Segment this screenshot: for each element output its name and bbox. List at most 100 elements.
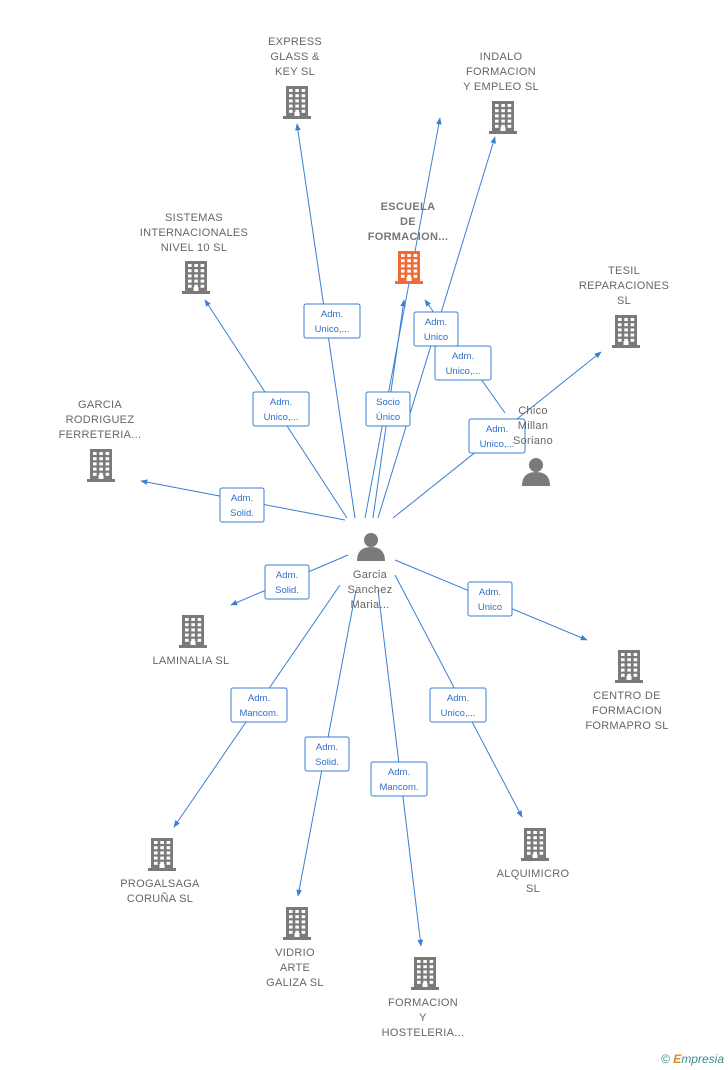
node-label-line: NIVEL 10 SL bbox=[161, 242, 228, 254]
edge-label-center-to-express[interactable]: Adm.Unico,... bbox=[303, 303, 361, 339]
node-label-line: GARCIA bbox=[78, 399, 122, 411]
edge-label-center-to-alquimicro[interactable]: Adm. Unico,... bbox=[429, 687, 487, 723]
edge-label-line: Adm. bbox=[231, 493, 253, 504]
edge-label-line: Adm. bbox=[452, 351, 474, 362]
node-center[interactable]: GarciaSanchezMaria... bbox=[348, 533, 393, 611]
node-label-line: SL bbox=[526, 883, 540, 895]
building-icon bbox=[283, 907, 311, 940]
building-icon bbox=[87, 449, 115, 482]
brand-rest: mpresia bbox=[681, 1052, 724, 1066]
edge-label-line: Unico bbox=[478, 602, 502, 613]
node-label-line: REPARACIONES bbox=[579, 280, 669, 292]
edge-label-line: Adm. bbox=[388, 767, 410, 778]
edge-label-line: Solid. bbox=[230, 508, 254, 519]
building-icon bbox=[612, 315, 640, 348]
edge-label-line: Mancom. bbox=[379, 782, 418, 793]
node-label-line: ALQUIMICRO bbox=[497, 868, 570, 880]
edge-label-line: Unico,... bbox=[480, 439, 515, 450]
node-label-line: LAMINALIA SL bbox=[153, 655, 230, 667]
edge-label-center-to-sistemas[interactable]: Adm. Unico,... bbox=[252, 391, 310, 427]
empresia-watermark[interactable]: © Empresia bbox=[661, 1052, 724, 1066]
edge-label-center-to-centro[interactable]: Adm. Unico bbox=[467, 581, 513, 617]
edge-label-center-to-garcia_rod[interactable]: Adm. Solid. bbox=[219, 487, 265, 523]
node-formacion_h[interactable]: FORMACIONYHOSTELERIA... bbox=[382, 957, 465, 1039]
node-label-line: FORMAPRO SL bbox=[585, 720, 668, 732]
building-icon bbox=[148, 838, 176, 871]
node-label-line: DE bbox=[400, 216, 416, 228]
building-icon bbox=[615, 650, 643, 683]
node-tesil[interactable]: TESIL REPARACIONES SL bbox=[579, 265, 669, 348]
building-icon bbox=[489, 101, 517, 134]
edge-label-line: Adm. bbox=[270, 397, 292, 408]
node-label-line: CENTRO DE bbox=[593, 690, 660, 702]
node-label-line: Sanchez bbox=[348, 584, 393, 596]
node-label-line: GALIZA SL bbox=[266, 977, 324, 989]
node-sistemas[interactable]: SISTEMAS INTERNACIONALES NIVEL 10 SL bbox=[140, 212, 248, 294]
building-icon bbox=[283, 86, 311, 119]
node-label-line: INDALO bbox=[480, 51, 523, 63]
node-indalo[interactable]: INDALO FORMACION Y EMPLEO SL bbox=[463, 51, 539, 134]
node-alquimicro[interactable]: ALQUIMICRO SL bbox=[497, 828, 570, 895]
edge-label-line: Adm. bbox=[316, 742, 338, 753]
node-label-line: Maria... bbox=[350, 599, 389, 611]
node-label-line: FERRETERIA... bbox=[59, 429, 142, 441]
edge-label-line: Unico,... bbox=[441, 708, 476, 719]
edge-label-center-to-vidrio[interactable]: Adm. Solid. bbox=[304, 736, 350, 772]
edge-label-line: Adm. bbox=[447, 693, 469, 704]
edge-label-line: Unico,... bbox=[264, 412, 299, 423]
node-centro[interactable]: CENTRO DE FORMACION FORMAPRO SL bbox=[585, 650, 668, 732]
node-label-line: FORMACION bbox=[466, 66, 536, 78]
edge-label-line: Adm. bbox=[479, 587, 501, 598]
node-label-line: Y EMPLEO SL bbox=[463, 81, 539, 93]
node-label-line: SL bbox=[617, 295, 631, 307]
node-label-line: SISTEMAS bbox=[165, 212, 223, 224]
edge-label-chico-to-escuela[interactable]: Adm. Unico bbox=[413, 311, 459, 347]
edge-label-center-to-tesil[interactable]: Adm.Unico,... bbox=[468, 418, 526, 454]
node-laminalia[interactable]: LAMINALIA SL bbox=[153, 615, 230, 667]
node-label-line: FORMACION bbox=[388, 997, 458, 1009]
node-label-line: Garcia bbox=[353, 569, 388, 581]
edge-label-center-to-formacion_h[interactable]: Adm. Mancom. bbox=[370, 761, 428, 797]
node-label-line: GLASS & bbox=[270, 51, 320, 63]
node-label-line: KEY SL bbox=[275, 66, 315, 78]
edge-labels-layer: Adm.Unico,...Adm.Unico,...SocioÚnicoAdm.… bbox=[219, 303, 526, 797]
person-icon bbox=[357, 533, 385, 561]
node-escuela[interactable]: ESCUELA DE FORMACION... bbox=[368, 201, 449, 284]
edge-label-line: Unico bbox=[424, 332, 448, 343]
edge-label-line: Solid. bbox=[315, 757, 339, 768]
node-label-line: INTERNACIONALES bbox=[140, 227, 248, 239]
edge-label-center-to-indalo[interactable]: Adm.Unico,... bbox=[434, 345, 492, 381]
edge-label-center-to-progalsaga[interactable]: Adm.Mancom. bbox=[230, 687, 288, 723]
node-label-line: ESCUELA bbox=[381, 201, 436, 213]
edge-label-line: Socio bbox=[376, 397, 400, 408]
node-label-line: FORMACION... bbox=[368, 231, 449, 243]
node-label-line: Millan bbox=[518, 420, 549, 432]
building-icon bbox=[411, 957, 439, 990]
edge-label-line: Único bbox=[376, 412, 400, 423]
edge-label-center-to-laminalia[interactable]: Adm.Solid. bbox=[264, 564, 310, 600]
edge-center-to-escuela bbox=[364, 117, 442, 519]
edge-label-line: Adm. bbox=[276, 570, 298, 581]
node-label-line: ARTE bbox=[280, 962, 310, 974]
node-label-line: Soriano bbox=[513, 435, 553, 447]
edge-label-line: Adm. bbox=[321, 309, 343, 320]
node-label-line: HOSTELERIA... bbox=[382, 1027, 465, 1039]
building-icon bbox=[182, 261, 210, 294]
node-label-line: FORMACION bbox=[592, 705, 662, 717]
person-icon bbox=[522, 458, 550, 486]
node-label-line: PROGALSAGA bbox=[120, 878, 200, 890]
node-label-line: TESIL bbox=[608, 265, 640, 277]
node-label-line: Chico bbox=[518, 405, 548, 417]
building-icon bbox=[521, 828, 549, 861]
node-garcia_rod[interactable]: GARCIARODRIGUEZFERRETERIA... bbox=[59, 399, 142, 482]
edge-label-line: Adm. bbox=[425, 317, 447, 328]
building-icon bbox=[179, 615, 207, 648]
brand-initial: E bbox=[673, 1052, 682, 1066]
